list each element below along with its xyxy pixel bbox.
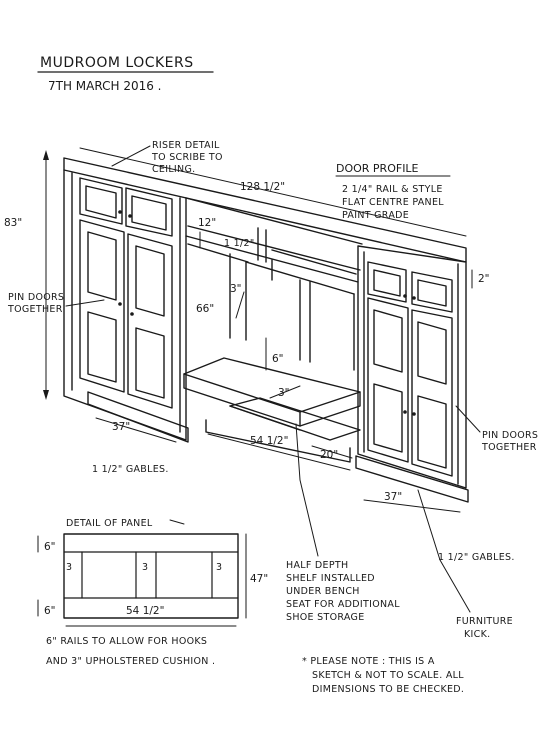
svg-text:PIN DOORS: PIN DOORS xyxy=(8,292,64,303)
dim-bench-front: 3" xyxy=(278,387,290,399)
right-upper-door-a xyxy=(367,261,407,303)
please-note: * PLEASE NOTE : THIS IS A SKETCH & NOT T… xyxy=(302,656,464,695)
riser-detail-note: RISER DETAIL TO SCRIBE TO CEILING. xyxy=(111,140,223,175)
right-lower-door-a xyxy=(367,297,409,463)
dim-bench-width: 54 1/2" xyxy=(250,435,288,447)
panel-top-rail: 6" xyxy=(44,541,56,553)
svg-text:HALF DEPTH: HALF DEPTH xyxy=(286,560,348,571)
svg-text:SEAT FOR ADDITIONAL: SEAT FOR ADDITIONAL xyxy=(286,599,400,610)
pin-doors-right-note: PIN DOORS TOGETHER xyxy=(455,405,538,453)
shoe-shelf xyxy=(229,397,361,441)
svg-text:DIMENSIONS TO BE CHECKED.: DIMENSIONS TO BE CHECKED. xyxy=(312,684,464,695)
right-upper-door-b xyxy=(411,271,453,313)
svg-text:PIN DOORS: PIN DOORS xyxy=(482,430,538,441)
rails-note-line-1: 6" RAILS TO ALLOW FOR HOOKS xyxy=(46,636,207,647)
svg-text:TOGETHER: TOGETHER xyxy=(7,304,63,315)
panel-stile-c: 3 xyxy=(216,562,222,573)
gables-left-note: 1 1/2" GABLES. xyxy=(92,464,169,475)
pin-doors-left-note: PIN DOORS TOGETHER xyxy=(7,292,105,315)
rails-note-line-2: AND 3" UPHOLSTERED CUSHION . xyxy=(46,656,215,667)
dim-bench-a: 3" xyxy=(230,283,242,295)
left-tower xyxy=(63,169,187,441)
left-lower-door-b xyxy=(127,233,173,409)
door-profile-heading: DOOR PROFILE xyxy=(336,162,419,175)
dim-right-depth: 37" xyxy=(384,491,402,503)
dimension-lines xyxy=(43,147,473,513)
upper-shelf xyxy=(187,225,361,271)
left-upper-door-a xyxy=(79,177,123,225)
locker-unit-sketch xyxy=(63,157,469,503)
panel-width: 54 1/2" xyxy=(126,605,164,617)
knob xyxy=(118,210,122,214)
panel-height: 47" xyxy=(250,573,268,585)
dim-upper-shelf-height: 12" xyxy=(198,217,216,229)
dim-bench-depth: 20" xyxy=(320,449,338,461)
furniture-kick-note: FURNITURE KICK. xyxy=(417,489,513,640)
left-lower-door-a xyxy=(79,219,125,393)
svg-text:TO SCRIBE TO: TO SCRIBE TO xyxy=(151,152,223,163)
svg-text:TOGETHER: TOGETHER xyxy=(481,442,537,453)
right-tower xyxy=(357,245,467,489)
panel-bottom-rail: 6" xyxy=(44,605,56,617)
left-kick xyxy=(87,391,189,443)
gables-right-note: 1 1/2" GABLES. xyxy=(438,552,515,563)
right-kick xyxy=(355,455,469,503)
svg-text:SHELF INSTALLED: SHELF INSTALLED xyxy=(286,573,375,584)
svg-text:* PLEASE NOTE : THIS IS A: * PLEASE NOTE : THIS IS A xyxy=(302,656,435,667)
dim-bench-height: 66" xyxy=(196,303,214,315)
drawing-date: 7TH MARCH 2016 . xyxy=(48,79,162,93)
svg-text:PAINT GRADE: PAINT GRADE xyxy=(342,210,409,221)
dim-shelf-thickness: 1 1/2" xyxy=(224,238,255,249)
door-profile-note: DOOR PROFILE 2 1/4" RAIL & STYLE FLAT CE… xyxy=(335,162,451,221)
right-lower-door-b xyxy=(411,309,453,477)
svg-text:FLAT CENTRE PANEL: FLAT CENTRE PANEL xyxy=(342,197,444,208)
bench-seat xyxy=(183,357,361,413)
svg-text:SKETCH & NOT TO SCALE. ALL: SKETCH & NOT TO SCALE. ALL xyxy=(312,670,464,681)
dim-overall-height: 83" xyxy=(4,217,22,229)
dim-bench-thickness: 6" xyxy=(272,353,284,365)
dim-right-kick: 2" xyxy=(478,273,490,285)
panel-detail-title: DETAIL OF PANEL xyxy=(66,518,153,529)
svg-text:KICK.: KICK. xyxy=(464,629,490,640)
panel-outline xyxy=(63,533,239,619)
dim-left-depth: 37" xyxy=(112,421,130,433)
left-upper-door-b xyxy=(125,187,173,237)
svg-text:SHOE STORAGE: SHOE STORAGE xyxy=(286,612,365,623)
svg-text:RISER DETAIL: RISER DETAIL xyxy=(152,140,220,151)
svg-text:FURNITURE: FURNITURE xyxy=(456,616,513,627)
panel-detail: DETAIL OF PANEL 3 3 3 6" 6" 47" 54 1/2" xyxy=(37,518,268,627)
panel-stile-a: 3 xyxy=(66,562,72,573)
dim-overall-width: 128 1/2" xyxy=(240,181,285,193)
svg-text:UNDER BENCH: UNDER BENCH xyxy=(286,586,360,597)
panel-stile-b: 3 xyxy=(142,562,148,573)
svg-text:2 1/4" RAIL & STYLE: 2 1/4" RAIL & STYLE xyxy=(342,184,443,195)
half-depth-shelf-note: HALF DEPTH SHELF INSTALLED UNDER BENCH S… xyxy=(286,423,400,623)
svg-text:CEILING.: CEILING. xyxy=(152,164,195,175)
drawing-title: MUDROOM LOCKERS xyxy=(40,55,194,71)
